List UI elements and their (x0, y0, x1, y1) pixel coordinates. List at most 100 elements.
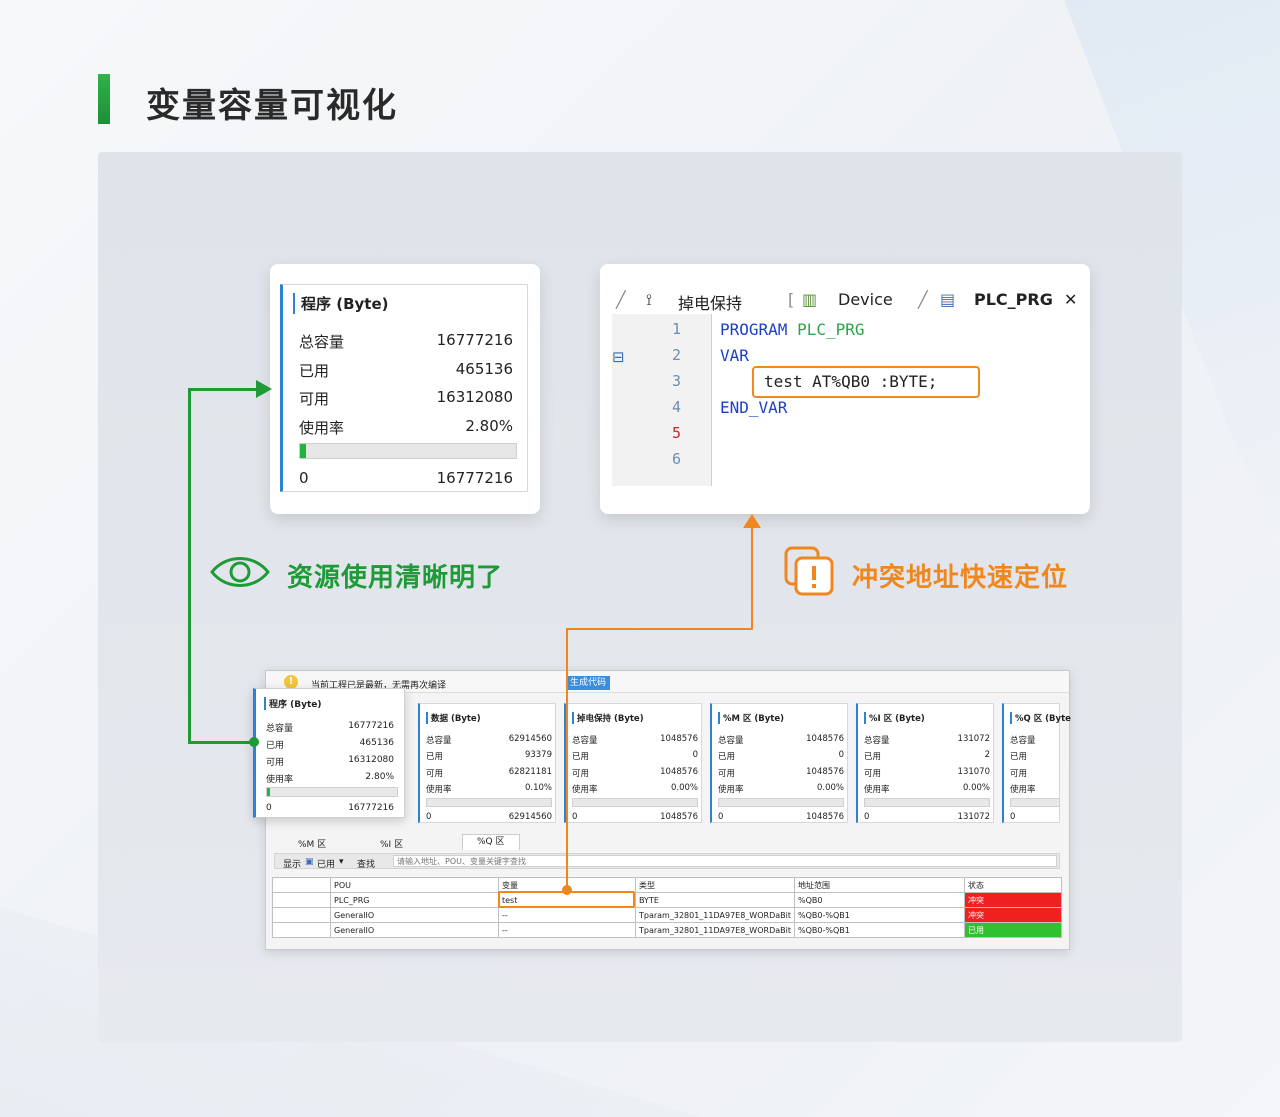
code-line-3: test AT%QB0 :BYTE; (764, 372, 938, 391)
code-line-1: PROGRAM PLC_PRG (720, 320, 865, 339)
row-value: 1048576 (806, 767, 844, 777)
label-conflict-locate: 冲突地址快速定位 (852, 563, 1069, 593)
area-title: %I 区 (Byte) (864, 712, 925, 724)
cell-address: %QB0-%QB1 (793, 907, 965, 923)
progress-min: 0 (718, 812, 724, 822)
row-value: 1048576 (660, 734, 698, 744)
progress-max: 1048576 (806, 812, 844, 822)
cell (272, 922, 331, 938)
row-value: 0.00% (670, 783, 698, 793)
cell-variable: -- (498, 907, 636, 923)
cell-pou: GeneralIO (330, 922, 499, 938)
row-label: 可用 (1010, 769, 1028, 779)
code-area[interactable]: 1 2 3 4 5 6 ⊟ PROGRAM PLC_PRG VAR test A… (612, 314, 1079, 486)
progress-max: 62914560 (508, 812, 552, 822)
tab-plc-prg[interactable]: PLC_PRG (974, 290, 1053, 309)
table-row[interactable]: PLC_PRG test BYTE %QB0 冲突 (272, 892, 1063, 908)
row-label: 已用 (266, 741, 285, 751)
usage-progress-bar (299, 443, 517, 459)
line-number: 6 (672, 450, 682, 468)
popup-progress-fill (267, 788, 270, 796)
progress-max: 1048576 (660, 812, 698, 822)
connector-orange (566, 628, 753, 630)
row-label: 总容量 (266, 724, 294, 734)
column-header (272, 877, 331, 893)
show-label: 显示 (283, 860, 302, 870)
progress-min: 0 (864, 812, 870, 822)
row-label: 可用 (266, 758, 285, 768)
close-icon[interactable]: ✕ (1064, 290, 1078, 309)
generate-code-button[interactable]: 生成代码 (566, 676, 610, 690)
row-value: 0 (838, 750, 844, 760)
tab-q-area[interactable]: %Q 区 (462, 834, 520, 850)
column-header: 类型 (635, 877, 795, 893)
area-progress-bar (572, 798, 698, 807)
subtabs: %M 区 %I 区 %Q 区 (276, 834, 876, 850)
keyword: PROGRAM (720, 320, 788, 339)
row-label: 可用 (718, 769, 736, 779)
cell-address: %QB0 (793, 892, 965, 908)
row-value: 16312080 (348, 755, 394, 765)
progress-min: 0 (266, 803, 272, 813)
row-value: 62914560 (508, 734, 552, 744)
row-value: 131072 (957, 734, 990, 744)
table-row[interactable]: GeneralIO -- Tparam_32801_11DA97E8_WORDa… (272, 907, 1063, 923)
status-badge: 已用 (963, 922, 1063, 938)
filter-select[interactable]: 已用 (317, 860, 336, 870)
row-value: 0.00% (962, 783, 990, 793)
table-row[interactable]: GeneralIO -- Tparam_32801_11DA97E8_WORDa… (272, 922, 1063, 938)
filter-icon: ▣ (305, 857, 314, 867)
highlight-box (752, 366, 980, 398)
code-line-4: END_VAR (720, 398, 788, 417)
row-label: 已用 (864, 752, 882, 762)
variable-table: POU 变量 类型 地址范围 状态 PLC_PRG test BYTE %QB0… (272, 877, 1063, 938)
info-bar (266, 671, 1069, 693)
cell (272, 907, 331, 923)
row-label: 使用率 (1010, 785, 1036, 795)
row-label: 使用率 (266, 775, 294, 785)
area-progress-bar (718, 798, 844, 807)
progress-min: 0 (426, 812, 432, 822)
connector-orange (566, 628, 568, 890)
arrow-up-icon (743, 514, 761, 528)
code-line-2: VAR (720, 346, 749, 365)
tab-device[interactable]: Device (838, 290, 893, 309)
progress-min: 0 (572, 812, 578, 822)
progress-min: 0 (1010, 812, 1016, 822)
row-label: 可用 (864, 769, 882, 779)
area-title: 掉电保持 (Byte) (572, 712, 644, 724)
row-label: 已用 (299, 362, 330, 380)
connector-orange (751, 526, 753, 630)
progress-max: 131072 (957, 812, 990, 822)
tab-retain[interactable]: 掉电保持 (678, 294, 743, 313)
row-value: 16312080 (436, 388, 513, 406)
row-value: 2.80% (465, 417, 513, 435)
tab-separator: [ (788, 290, 795, 309)
search-input[interactable] (393, 855, 1057, 867)
row-label: 已用 (572, 752, 590, 762)
chevron-down-icon[interactable]: ▾ (339, 857, 344, 867)
row-value: 1048576 (806, 734, 844, 744)
cell (272, 892, 331, 908)
program-capacity-box: 程序 (Byte) 总容量 16777216 已用 465136 可用 1631… (280, 284, 528, 492)
device-icon: ▥ (802, 290, 818, 309)
area-title: 数据 (Byte) (426, 712, 481, 724)
program-capacity-card: 程序 (Byte) 总容量 16777216 已用 465136 可用 1631… (270, 264, 540, 514)
progress-min: 0 (299, 469, 309, 487)
document-icon: ▤ (940, 290, 956, 309)
status-badge: 冲突 (963, 907, 1063, 923)
cell-pou: GeneralIO (330, 907, 499, 923)
column-header: 状态 (963, 877, 1063, 893)
title-accent-bar (98, 74, 110, 124)
connector-green (188, 388, 191, 743)
fold-icon[interactable]: ⊟ (612, 348, 625, 366)
area-title: %Q 区 (Byte (1010, 712, 1071, 724)
progress-max: 16777216 (348, 803, 394, 813)
row-value: 0.10% (524, 783, 552, 793)
tab-i-area[interactable]: %I 区 (380, 840, 404, 850)
line-number: 5 (672, 424, 682, 442)
tab-m-area[interactable]: %M 区 (298, 840, 327, 850)
